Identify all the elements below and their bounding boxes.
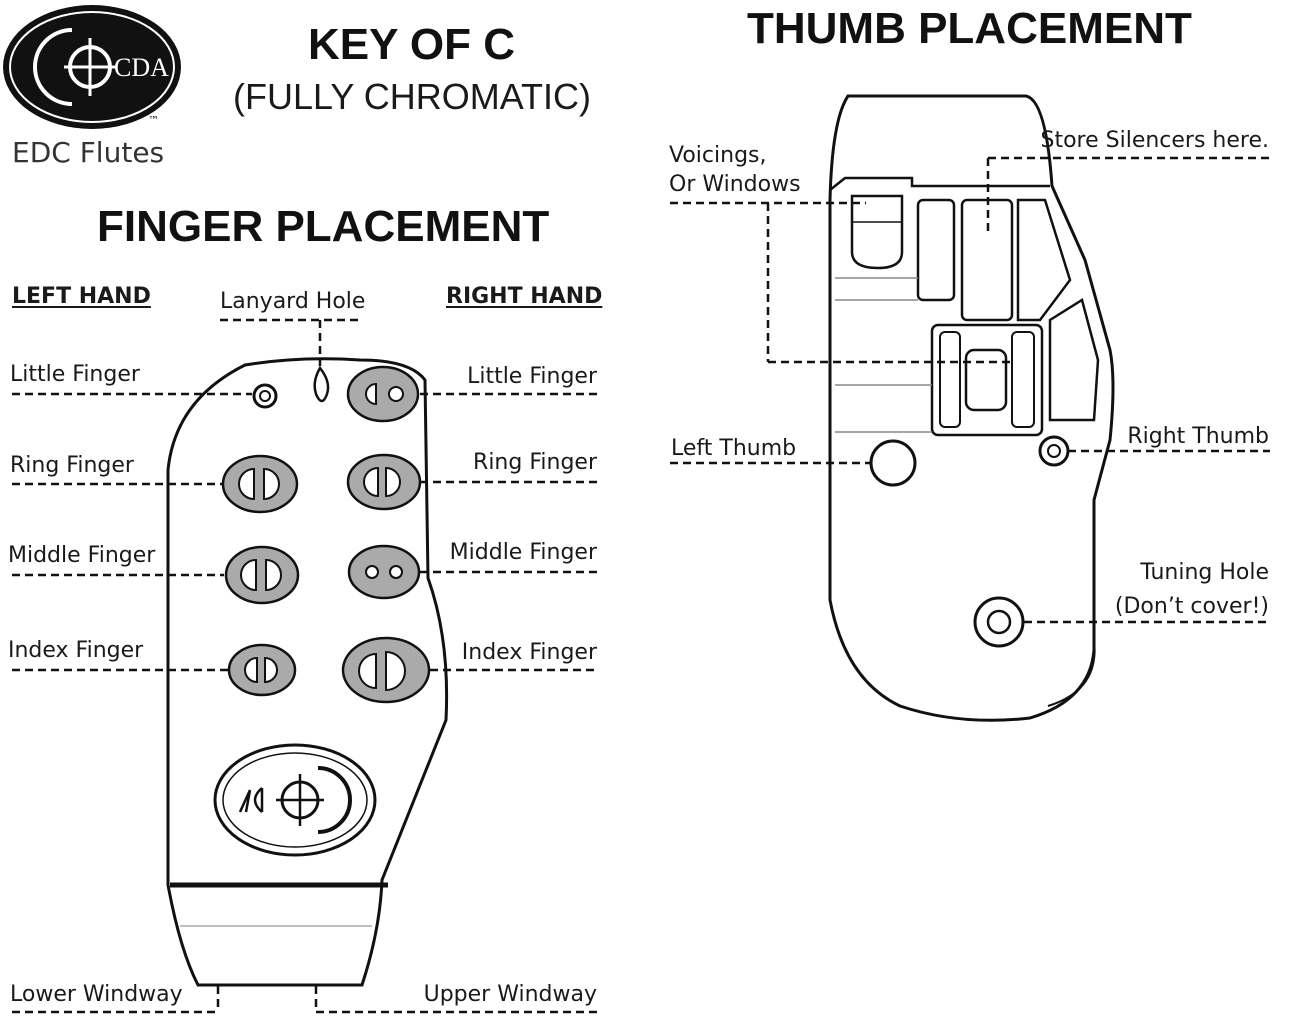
hole-right-little (346, 365, 420, 423)
logo-wordmark: CDA (114, 53, 169, 82)
left-hand-heading: LEFT HAND (12, 284, 151, 309)
lanyard-hole-label: Lanyard Hole (220, 289, 366, 314)
hole-left-index (227, 643, 297, 697)
upper-windway-label: Upper Windway (423, 982, 597, 1007)
flute-back-view (828, 94, 1115, 722)
right-ring-finger-label: Ring Finger (473, 450, 597, 475)
right-middle-finger-label: Middle Finger (449, 540, 597, 565)
right-hand-heading: RIGHT HAND (446, 284, 603, 309)
thumb-placement-title: THUMB PLACEMENT (747, 4, 1192, 53)
left-index-finger-label: Index Finger (8, 638, 144, 663)
hole-right-index (341, 636, 431, 704)
voicings-label-line2: Or Windows (669, 172, 801, 197)
lanyard-hole (313, 365, 330, 403)
thumb-leader-lines (670, 156, 1270, 624)
left-middle-finger-label: Middle Finger (8, 543, 156, 568)
left-thumb-label: Left Thumb (671, 436, 797, 461)
logo-tm: ™ (148, 114, 159, 127)
page-title: KEY OF C (308, 20, 516, 69)
tuning-hole-label-line1: Tuning Hole (1140, 560, 1269, 585)
tuning-hole (973, 596, 1025, 648)
brand-name: EDC Flutes (12, 136, 165, 169)
lanyard-hole-left (252, 383, 278, 409)
hole-left-middle (224, 545, 300, 605)
page-subtitle: (FULLY CHROMATIC) (233, 76, 592, 117)
store-silencers-label: Store Silencers here. (1040, 128, 1269, 153)
voicings-label-line1: Voicings, (669, 143, 767, 168)
tuning-hole-label-line2: (Don’t cover!) (1114, 594, 1269, 619)
right-thumb-label: Right Thumb (1127, 424, 1269, 449)
flute-emblem (213, 743, 377, 857)
right-index-finger-label: Index Finger (461, 640, 597, 665)
finger-leader-lines (12, 318, 598, 1014)
left-little-finger-label: Little Finger (10, 362, 140, 387)
coda-logo: CDA (3, 5, 181, 129)
right-thumb-hole (1038, 435, 1070, 467)
right-little-finger-label: Little Finger (467, 364, 597, 389)
hole-left-ring (221, 454, 299, 514)
lower-windway-label: Lower Windway (10, 982, 183, 1007)
finger-placement-title: FINGER PLACEMENT (97, 202, 550, 251)
hole-right-ring (346, 453, 422, 511)
left-thumb-hole (869, 439, 917, 487)
hole-right-middle (347, 544, 421, 600)
flute-front-view (166, 357, 449, 987)
left-ring-finger-label: Ring Finger (10, 453, 134, 478)
